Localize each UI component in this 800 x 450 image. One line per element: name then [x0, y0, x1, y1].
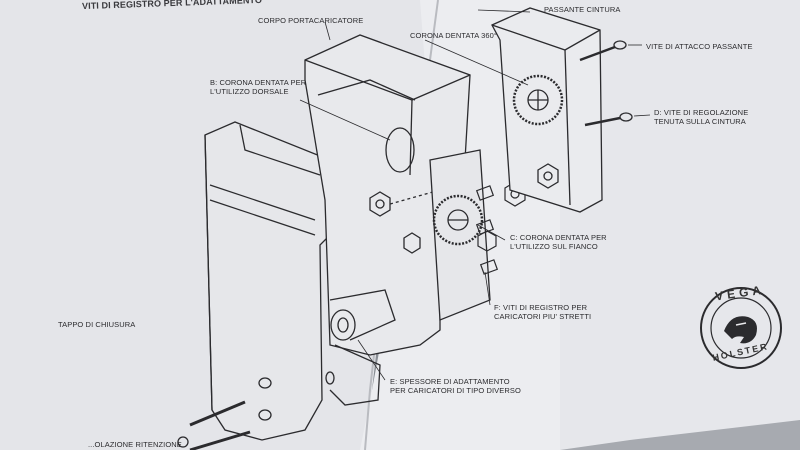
vega-holster-logo [700, 287, 782, 369]
label-e: E: SPESSORE DI ADATTAMENTO PER CARICATOR… [390, 377, 521, 395]
label-d: D: VITE DI REGOLAZIONE TENUTA SULLA CINT… [654, 108, 749, 126]
tappo-chiusura-drawing [177, 121, 341, 450]
label-regolazione: ...OLAZIONE RITENZIONE [88, 440, 182, 449]
corpo-portacaricatore-drawing [304, 34, 471, 406]
label-vite-attacco: VITE DI ATTACCO PASSANTE [646, 42, 753, 51]
label-corpo: CORPO PORTACARICATORE [258, 16, 364, 25]
leader-lines [299, 9, 651, 381]
passante-cintura-drawing [491, 7, 633, 213]
label-tappo: TAPPO DI CHIUSURA [58, 320, 136, 329]
paper-right [360, 0, 800, 450]
label-f: F: VITI DI REGISTRO PER CARICATORI PIU' … [494, 303, 592, 321]
label-b: B: CORONA DENTATA PER L'UTILIZZO DORSALE [210, 78, 307, 96]
label-passante: PASSANTE CINTURA [544, 5, 621, 14]
label-c: C: CORONA DENTATA PER L'UTILIZZO SUL FIA… [510, 233, 607, 251]
label-corona-360: CORONA DENTATA 360° [410, 31, 498, 40]
